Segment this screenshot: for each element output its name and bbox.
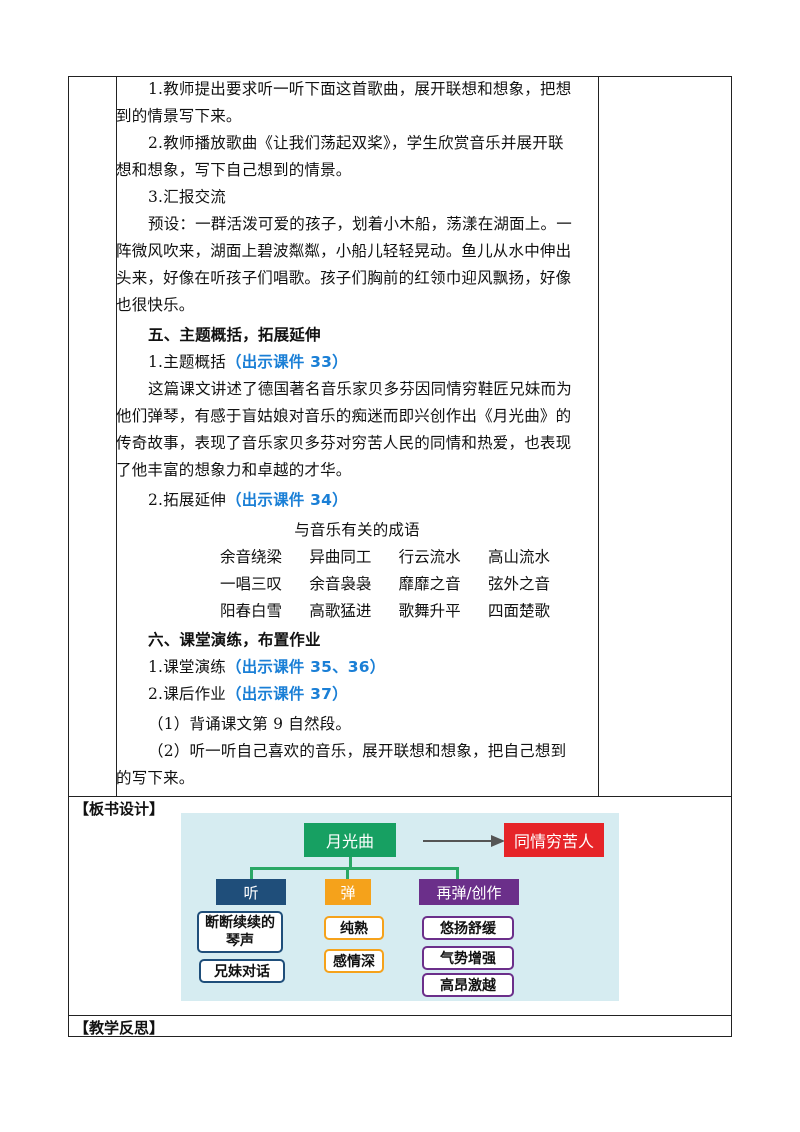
homework-1: （1）背诵课文第 9 自然段。 [148, 715, 352, 733]
item-label: 2.拓展延伸 [148, 491, 226, 509]
table-row-divider-1 [68, 796, 732, 797]
item-create-1: 悠扬舒缓 [422, 916, 514, 940]
idiom-title: 与音乐有关的成语 [294, 521, 420, 539]
table-row-divider-2 [68, 1015, 732, 1016]
lesson-line: 2.教师播放歌曲《让我们荡起双桨》，学生欣赏音乐并展开联 [148, 134, 564, 152]
connector-line [250, 867, 253, 881]
table-bottom-border [68, 1036, 732, 1037]
table-left-border [68, 76, 69, 1037]
lesson-line: 预设：一群活泼可爱的孩子，划着小木船，荡漾在湖面上。一 [148, 215, 572, 233]
table-right-border [731, 76, 732, 1037]
idiom: 余音绕梁 [220, 548, 283, 566]
section-6-heading: 六、课堂演练，布置作业 [148, 631, 321, 649]
item-create-2: 气势增强 [422, 946, 514, 970]
idiom-row: 阳春白雪 高歌猛进 歌舞升平 四面楚歌 [220, 601, 550, 621]
idiom: 余音袅袅 [309, 575, 372, 593]
branch-head-listen: 听 [216, 879, 286, 905]
courseware-ref: （出示课件 34） [226, 491, 348, 509]
item-play-2: 感情深 [324, 949, 384, 973]
idiom: 异曲同工 [309, 548, 372, 566]
homework-2-line: 的写下来。 [116, 769, 195, 787]
item-create-3: 高昂激越 [422, 973, 514, 997]
summary-line: 他们弹琴，有感于盲姑娘对音乐的痴迷而即兴创作出《月光曲》的 [116, 407, 572, 425]
idiom: 高山流水 [487, 548, 550, 566]
item-play-1: 纯熟 [324, 916, 384, 940]
lesson-line: 3.汇报交流 [148, 188, 226, 206]
idiom-row: 一唱三叹 余音袅袅 靡靡之音 弦外之音 [220, 574, 550, 594]
connector-line [456, 867, 459, 881]
idiom: 靡靡之音 [398, 575, 461, 593]
courseware-ref: （出示课件 35、36） [226, 658, 386, 676]
item-label: 1.课堂演练 [148, 658, 226, 676]
board-design-label: 【板书设计】 [74, 800, 165, 818]
idiom: 高歌猛进 [309, 602, 372, 620]
title-box: 月光曲 [304, 823, 396, 857]
lesson-line: 1.教师提出要求听一听下面这首歌曲，展开联想和想象，把想 [148, 80, 572, 98]
item-listen-2: 兄妹对话 [199, 959, 285, 983]
table-col-divider-1 [116, 76, 117, 796]
courseware-ref: （出示课件 33） [226, 353, 348, 371]
connector-line [250, 867, 458, 870]
teaching-reflection-label: 【教学反思】 [74, 1019, 165, 1037]
result-box: 同情穷苦人 [504, 823, 604, 857]
section-5-item-1: 1.主题概括（出示课件 33） [116, 352, 630, 372]
branch-head-play: 弹 [325, 879, 371, 905]
idiom: 行云流水 [398, 548, 461, 566]
lesson-line: 阵微风吹来，湖面上碧波粼粼，小船儿轻轻晃动。鱼儿从水中伸出 [116, 242, 572, 260]
board-diagram: 月光曲 同情穷苦人 听 弹 再弹/创作 断断续续的琴声 兄妹对话 纯熟 感情深 … [181, 813, 619, 1001]
idiom: 阳春白雪 [220, 602, 283, 620]
section-6-item-2: 2.课后作业（出示课件 37） [116, 684, 630, 704]
lesson-line: 头来，好像在听孩子们唱歌。孩子们胸前的红领巾迎风飘扬，好像 [116, 269, 572, 287]
summary-line: 传奇故事，表现了音乐家贝多芬对穷苦人民的同情和热爱，也表现 [116, 434, 572, 452]
section-5-heading: 五、主题概括，拓展延伸 [148, 326, 321, 344]
summary-line: 这篇课文讲述了德国著名音乐家贝多芬因同情穷鞋匠兄妹而为 [148, 380, 572, 398]
item-label: 1.主题概括 [148, 353, 226, 371]
lesson-line: 到的情景写下来。 [116, 107, 242, 125]
idiom: 一唱三叹 [220, 575, 283, 593]
courseware-ref: （出示课件 37） [226, 685, 348, 703]
summary-line: 了他丰富的想象力和卓越的才华。 [116, 461, 352, 479]
arrow-right-icon [423, 835, 505, 847]
table-col-divider-2 [598, 76, 599, 796]
branch-head-replay-create: 再弹/创作 [419, 879, 519, 905]
table-top-border [68, 76, 732, 77]
idiom: 四面楚歌 [487, 602, 550, 620]
homework-2-line: （2）听一听自己喜欢的音乐，展开联想和想象，把自己想到 [148, 742, 567, 760]
connector-line [349, 857, 352, 869]
lesson-line: 也很快乐。 [116, 296, 195, 314]
idiom: 弦外之音 [487, 575, 550, 593]
idiom: 歌舞升平 [398, 602, 461, 620]
connector-line [346, 867, 349, 881]
section-6-item-1: 1.课堂演练（出示课件 35、36） [116, 657, 630, 677]
item-listen-1: 断断续续的琴声 [197, 911, 283, 953]
idiom-row: 余音绕梁 异曲同工 行云流水 高山流水 [220, 547, 550, 567]
item-label: 2.课后作业 [148, 685, 226, 703]
section-5-item-2: 2.拓展延伸（出示课件 34） [116, 490, 630, 510]
lesson-line: 想和想象，写下自己想到的情景。 [116, 161, 352, 179]
